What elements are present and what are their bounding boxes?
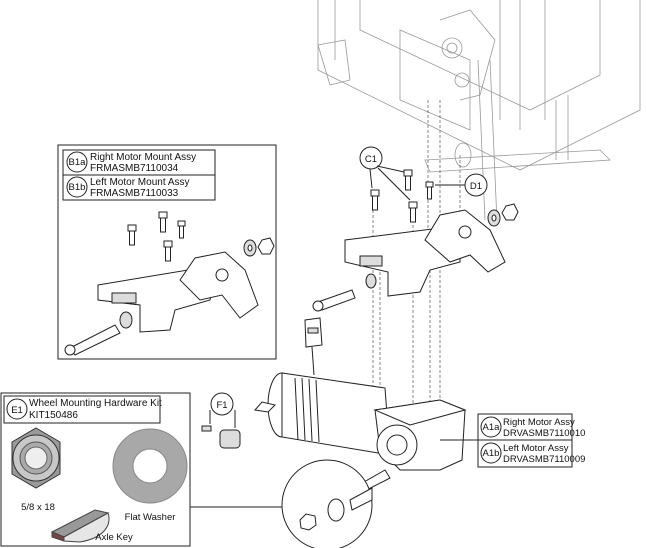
callout-c1: C1 (359, 146, 411, 201)
svg-text:A1b: A1b (483, 448, 500, 459)
svg-text:F1: F1 (216, 400, 227, 411)
flat-washer (112, 428, 188, 504)
nut (501, 203, 519, 221)
svg-text:D1: D1 (470, 181, 482, 192)
key-label: Axle Key (95, 532, 133, 543)
svg-text:C1: C1 (365, 154, 377, 165)
connector-f1 (201, 410, 241, 449)
e1-part: KIT150486 (29, 410, 78, 421)
motor-mount-inset: B1a Right Motor Mount Assy FRMASMB711003… (57, 144, 277, 360)
e1-name: Wheel Mounting Hardware Kit (29, 398, 162, 409)
callout-f1: F1 (210, 392, 234, 416)
motor-mount-bracket (312, 169, 519, 312)
motor-assy-callout: A1a Right Motor Assy DRVASMB7110010 A1b … (440, 413, 585, 468)
b1a-name: Right Motor Mount Assy (90, 152, 196, 163)
wheel-hardware-kit-inset: E1 Wheel Mounting Hardware Kit KIT150486… (0, 392, 191, 547)
motor-assembly (254, 317, 467, 497)
a1a-name: Right Motor Assy (503, 417, 575, 428)
svg-text:E1: E1 (11, 405, 23, 416)
a1b-name: Left Motor Assy (503, 443, 569, 454)
b1b-part: FRMASMB7110033 (90, 188, 179, 199)
nut-label: 5/8 x 18 (21, 502, 55, 513)
axle-key (50, 509, 110, 543)
washer-label: Flat Washer (125, 512, 176, 523)
a1b-part: DRVASMB7110009 (503, 454, 585, 465)
svg-text:B1b: B1b (69, 182, 86, 193)
detail-zoom-circle (190, 459, 373, 548)
b1b-name: Left Motor Mount Assy (90, 177, 190, 188)
hex-nut (11, 427, 61, 489)
svg-text:A1a: A1a (483, 422, 501, 433)
callout-d1: D1 (435, 173, 488, 197)
b1a-part: FRMASMB7110034 (90, 163, 179, 174)
a1a-part: DRVASMB7110010 (503, 428, 585, 439)
bolt-c1 (370, 169, 434, 223)
pivot-bolt (317, 289, 356, 311)
svg-text:B1a: B1a (69, 157, 87, 168)
